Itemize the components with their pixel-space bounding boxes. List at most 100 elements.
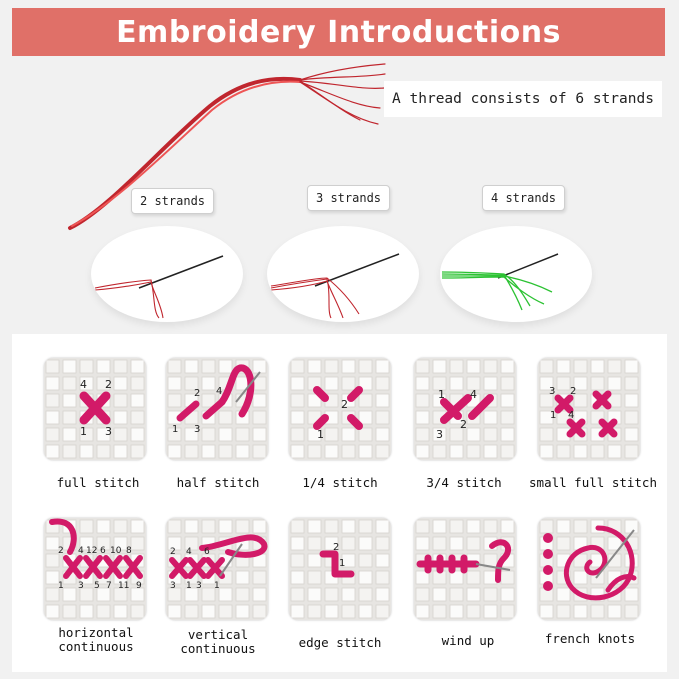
stitch-label-french-knots: french knots (544, 631, 636, 646)
weave-cell (62, 587, 77, 602)
weave-cell (573, 444, 588, 459)
weave-cell (218, 359, 233, 374)
weave-cell (324, 587, 339, 602)
weave-cell (483, 410, 498, 425)
weave-cell (375, 444, 390, 459)
weave-cell (252, 359, 267, 374)
four-strand-needle-image (440, 226, 592, 322)
weave-cell (590, 376, 605, 391)
weave-cell (324, 519, 339, 534)
weave-cell (307, 587, 322, 602)
tile-number: 2 (341, 398, 348, 411)
weave-cell (539, 604, 554, 619)
weave-cell (290, 393, 305, 408)
weave-cell (290, 444, 305, 459)
weave-cell (539, 444, 554, 459)
weave-cell (624, 427, 639, 442)
weave-cell (113, 376, 128, 391)
tile-number: 3 (549, 386, 555, 397)
weave-cell (375, 410, 390, 425)
weave-cell (539, 427, 554, 442)
weave-cell (252, 519, 267, 534)
weave-cell (607, 604, 622, 619)
weave-cell (415, 427, 430, 442)
weave-cell (252, 393, 267, 408)
weave-cell (130, 604, 145, 619)
weave-cell (307, 570, 322, 585)
weave-cell (415, 570, 430, 585)
weave-pattern (415, 359, 515, 459)
weave-cell (539, 519, 554, 534)
weave-cell (375, 393, 390, 408)
tile-number: 1 (339, 558, 345, 569)
weave-cell (184, 427, 199, 442)
weave-cell (252, 570, 267, 585)
weave-cell (307, 393, 322, 408)
weave-cell (415, 519, 430, 534)
weave-cell (449, 519, 464, 534)
weave-cell (307, 604, 322, 619)
weave-cell (201, 376, 216, 391)
three-quarter-stitch-tile: 1 4 2 3 (414, 358, 516, 460)
weave-cell (307, 553, 322, 568)
title-banner: Embroidery Introductions (12, 8, 665, 56)
weave-cell (307, 359, 322, 374)
weave-cell (556, 444, 571, 459)
weave-cell (358, 376, 373, 391)
weave-cell (358, 359, 373, 374)
weave-cell (167, 376, 182, 391)
weave-cell (184, 587, 199, 602)
weave-cell (130, 410, 145, 425)
weave-cell (341, 519, 356, 534)
weave-cell (290, 376, 305, 391)
two-strand-needle-image (91, 226, 243, 322)
weave-cell (45, 587, 60, 602)
weave-cell (466, 376, 481, 391)
tile-number: 1 (172, 424, 178, 435)
weave-cell (466, 587, 481, 602)
weave-cell (358, 410, 373, 425)
weave-cell (290, 587, 305, 602)
stitch-label-horizontal-continuous: horizontal continuous (44, 626, 148, 654)
weave-cell (358, 444, 373, 459)
tile-number: 2 (58, 546, 64, 556)
weave-cell (45, 553, 60, 568)
weave-cell (62, 376, 77, 391)
weave-cell (341, 604, 356, 619)
weave-cell (184, 359, 199, 374)
tile-number: 10 (110, 546, 122, 556)
weave-cell (449, 359, 464, 374)
weave-cell (218, 604, 233, 619)
weave-cell (79, 376, 94, 391)
label-line-1: horizontal (58, 625, 134, 640)
weave-cell (201, 393, 216, 408)
weave-cell (466, 536, 481, 551)
tile-number: 7 (106, 581, 112, 591)
weave-cell (624, 444, 639, 459)
weave-cell (96, 519, 111, 534)
weave-cell (96, 444, 111, 459)
weave-cell (96, 536, 111, 551)
weave-cell (290, 553, 305, 568)
weave-cell (307, 444, 322, 459)
tile-number: 4 (80, 378, 87, 391)
weave-cell (607, 376, 622, 391)
weave-cell (449, 444, 464, 459)
stitch-label-vertical-continuous: vertical continuous (164, 628, 272, 656)
weave-cell (113, 410, 128, 425)
weave-cell (130, 519, 145, 534)
weave-cell (235, 519, 250, 534)
weave-cell (184, 604, 199, 619)
label-line-2: continuous (58, 639, 134, 654)
weave-cell (113, 519, 128, 534)
weave-cell (62, 393, 77, 408)
weave-cell (45, 359, 60, 374)
weave-cell (79, 444, 94, 459)
stitch-label-edge: edge stitch (298, 635, 382, 650)
label-line-2: continuous (180, 641, 256, 656)
weave-cell (500, 427, 515, 442)
weave-cell (449, 570, 464, 585)
small-full-stitch-tile: 3 2 1 4 (538, 358, 640, 460)
stitch-label-three-quarter: 3/4 stitch (426, 475, 502, 490)
weave-cell (607, 359, 622, 374)
